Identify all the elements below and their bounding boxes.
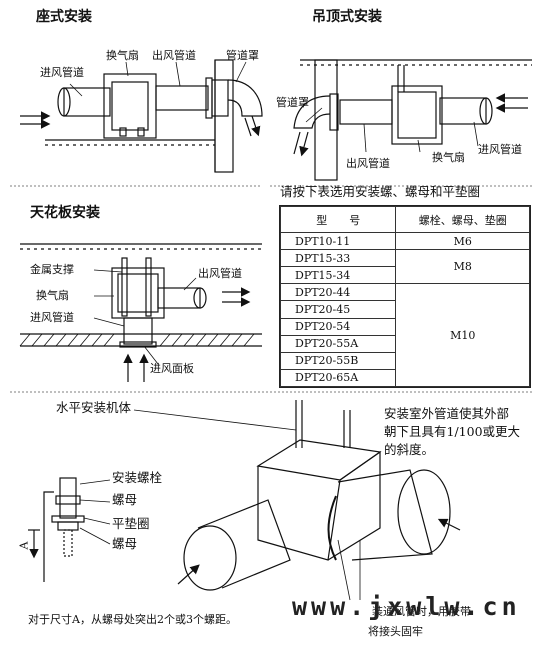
dimension-a-note: 对于尺寸A，从螺母处突出2个或3个螺距。 xyxy=(28,613,237,626)
dimension-a-label: A xyxy=(17,541,31,550)
washer-label: 平垫圈 xyxy=(112,516,150,531)
joint-note-line1: 装通风管时，用胶带 xyxy=(372,605,471,618)
table-row-model: DPT20-65A xyxy=(279,368,397,388)
seat-inlet-duct-label: 进风管道 xyxy=(40,66,84,79)
board-outlet-duct-label: 出风管道 xyxy=(198,267,242,280)
hung-inlet-duct-label: 进风管道 xyxy=(478,143,522,156)
table-row-model: DPT20-55B xyxy=(279,351,397,370)
nut-top-label: 螺母 xyxy=(112,492,138,507)
seat-outlet-duct-label: 出风管道 xyxy=(152,49,196,62)
seat-fan-label: 换气扇 xyxy=(106,49,139,62)
spec-table-title: 请按下表选用安装螺、螺母和平垫圈 xyxy=(280,184,481,199)
ceiling-hung-title: 吊顶式安装 xyxy=(312,9,382,25)
seat-install-title: 座式安装 xyxy=(36,9,92,25)
metal-support-label: 金属支撑 xyxy=(30,263,74,276)
table-header-spec: 螺栓、螺母、垫圈 xyxy=(395,206,530,233)
seat-duct-cover-label: 管道罩 xyxy=(226,49,259,62)
board-inlet-duct-label: 进风管道 xyxy=(30,311,74,324)
nut-bottom-label: 螺母 xyxy=(112,536,138,551)
inlet-panel-label: 进风面板 xyxy=(150,362,194,375)
outdoor-duct-note-line2: 朝下且具有1/100或更大 xyxy=(384,424,521,439)
watermark: www.jxwlw.cn xyxy=(292,592,521,621)
outdoor-duct-note-line1: 安装室外管道使其外部 xyxy=(384,406,510,421)
board-fan-label: 换气扇 xyxy=(36,289,69,302)
table-spec-m8: M8 xyxy=(395,249,530,285)
table-row-model: DPT20-45 xyxy=(279,300,397,319)
table-spec-m6: M6 xyxy=(395,231,530,251)
table-row-model: DPT15-33 xyxy=(279,249,397,268)
table-row-model: DPT20-44 xyxy=(279,283,397,302)
table-spec-m10: M10 xyxy=(395,283,530,387)
hung-fan-label: 换气扇 xyxy=(432,151,465,164)
horizontal-install-title: 水平安装机体 xyxy=(56,400,132,415)
hung-outlet-duct-label: 出风管道 xyxy=(346,157,390,170)
table-row-model: DPT20-54 xyxy=(279,317,397,336)
hung-duct-cover-label: 管道罩 xyxy=(276,96,309,109)
bolt-label: 安装螺栓 xyxy=(112,470,163,485)
table-row-model: DPT20-55A xyxy=(279,334,397,353)
outdoor-duct-note-line3: 的斜度。 xyxy=(384,442,435,457)
table-row-model: DPT10-11 xyxy=(279,231,397,251)
table-header-model: 型 号 xyxy=(279,206,397,233)
table-row-model: DPT15-34 xyxy=(279,266,397,285)
joint-note-line2: 将接头固牢 xyxy=(368,625,423,638)
ceiling-board-title: 天花板安装 xyxy=(30,205,100,221)
